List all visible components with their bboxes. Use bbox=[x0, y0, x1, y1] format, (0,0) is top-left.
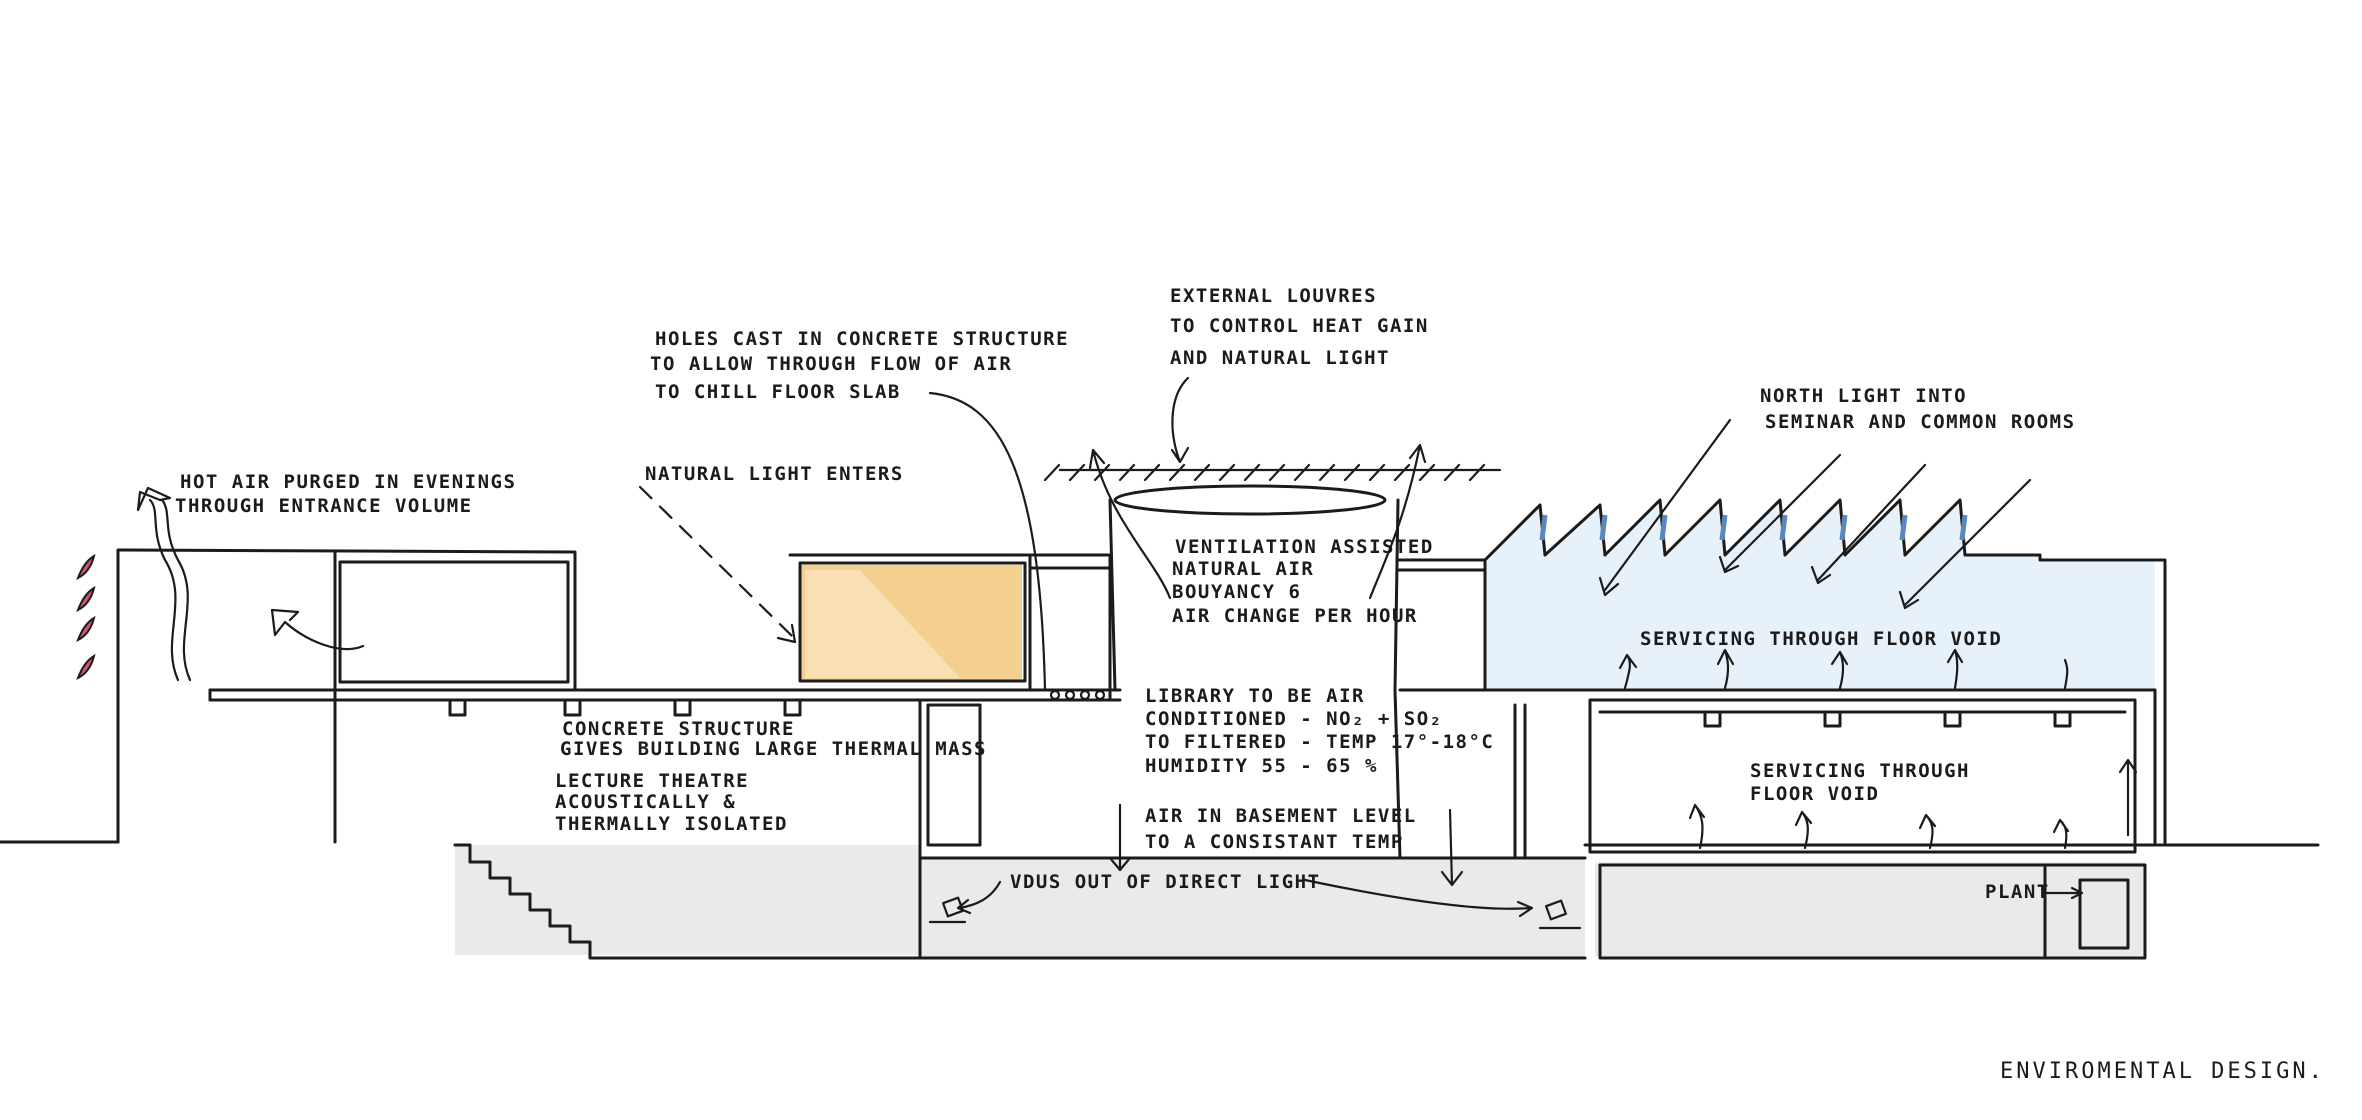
natural-light-arrow bbox=[638, 485, 797, 644]
holes-cast-label-line-3: TO CHILL FLOOR SLAB bbox=[655, 381, 901, 403]
library-label-line-2: CONDITIONED - NO₂ + SO₂ bbox=[1145, 708, 1443, 730]
hot-air-label-line-2: THROUGH ENTRANCE VOLUME bbox=[175, 495, 473, 517]
ground-fill bbox=[455, 845, 2145, 958]
natural-light-label: NATURAL LIGHT ENTERS bbox=[645, 463, 904, 485]
heat-marks bbox=[76, 553, 96, 681]
servicing-arrows bbox=[1618, 648, 2070, 850]
holes-cast-label-line-1: HOLES CAST IN CONCRETE STRUCTURE bbox=[655, 328, 1069, 350]
library-label-line-1: LIBRARY TO BE AIR bbox=[1145, 685, 1365, 707]
lecture-theatre bbox=[453, 698, 1587, 960]
north-light-label-line-2: SEMINAR AND COMMON ROOMS bbox=[1765, 411, 2076, 433]
servicing-top-label: SERVICING THROUGH FLOOR VOID bbox=[1640, 628, 2002, 650]
external-louvres bbox=[1043, 376, 1502, 600]
library-label-line-3: TO FILTERED - TEMP 17°-18°C bbox=[1145, 731, 1494, 753]
slab-holes bbox=[1049, 689, 1106, 701]
concrete-label-line-1: CONCRETE STRUCTURE bbox=[562, 718, 795, 740]
plant-label: PLANT bbox=[1985, 881, 2050, 903]
right-wing bbox=[1396, 498, 2167, 960]
north-light-arrows bbox=[1598, 418, 2032, 610]
north-glazing bbox=[1539, 514, 1968, 541]
north-light-zone-fill bbox=[1485, 500, 2155, 690]
servicing-lower-label-line-1: SERVICING THROUGH bbox=[1750, 760, 1970, 782]
leader-lines bbox=[928, 391, 2084, 918]
lecture-label-line-3: THERMALLY ISOLATED bbox=[555, 813, 788, 835]
basement-label-line-1: AIR IN BASEMENT LEVEL bbox=[1145, 805, 1417, 827]
servicing-lower-label-line-2: FLOOR VOID bbox=[1750, 783, 1879, 805]
daylit-room bbox=[798, 561, 1027, 683]
louvres-label-line-3: AND NATURAL LIGHT bbox=[1170, 347, 1390, 369]
ventilation-label-line-4: AIR CHANGE PER HOUR bbox=[1172, 605, 1418, 627]
lecture-label-line-1: LECTURE THEATRE bbox=[555, 770, 749, 792]
ventilation-label-line-3: BOUYANCY 6 bbox=[1172, 581, 1301, 603]
ventilation-label-line-1: VENTILATION ASSISTED bbox=[1175, 536, 1434, 558]
entrance-volume bbox=[116, 548, 1122, 844]
louvres-label-line-1: EXTERNAL LOUVRES bbox=[1170, 285, 1377, 307]
holes-cast-label-line-2: TO ALLOW THROUGH FLOW OF AIR bbox=[650, 353, 1012, 375]
louvres-label-line-2: TO CONTROL HEAT GAIN bbox=[1170, 315, 1429, 337]
vdus-label: VDUS OUT OF DIRECT LIGHT bbox=[1010, 871, 1321, 893]
vdu-icons bbox=[928, 896, 1582, 930]
north-light-label-line-1: NORTH LIGHT INTO bbox=[1760, 385, 1967, 407]
lecture-label-line-2: ACOUSTICALLY & bbox=[555, 791, 736, 813]
ground-line bbox=[0, 840, 2320, 847]
basement-label-line-2: TO A CONSISTANT TEMP bbox=[1145, 831, 1404, 853]
hot-air-label-line-1: HOT AIR PURGED IN EVENINGS bbox=[180, 471, 516, 493]
drawing-title: ENVIROMENTAL DESIGN. bbox=[2000, 1059, 2325, 1084]
daylit-room-fill bbox=[800, 565, 1022, 680]
ventilation-label-line-2: NATURAL AIR bbox=[1172, 558, 1314, 580]
hot-air-arrow bbox=[136, 486, 365, 682]
concrete-label-line-2: GIVES BUILDING LARGE THERMAL MASS bbox=[560, 738, 987, 760]
library-label-line-4: HUMIDITY 55 - 65 % bbox=[1145, 755, 1378, 777]
slab-downstands bbox=[448, 698, 802, 717]
central-atrium bbox=[1028, 484, 1464, 887]
annotation-labels: HOT AIR PURGED IN EVENINGS THROUGH ENTRA… bbox=[175, 285, 2325, 1084]
